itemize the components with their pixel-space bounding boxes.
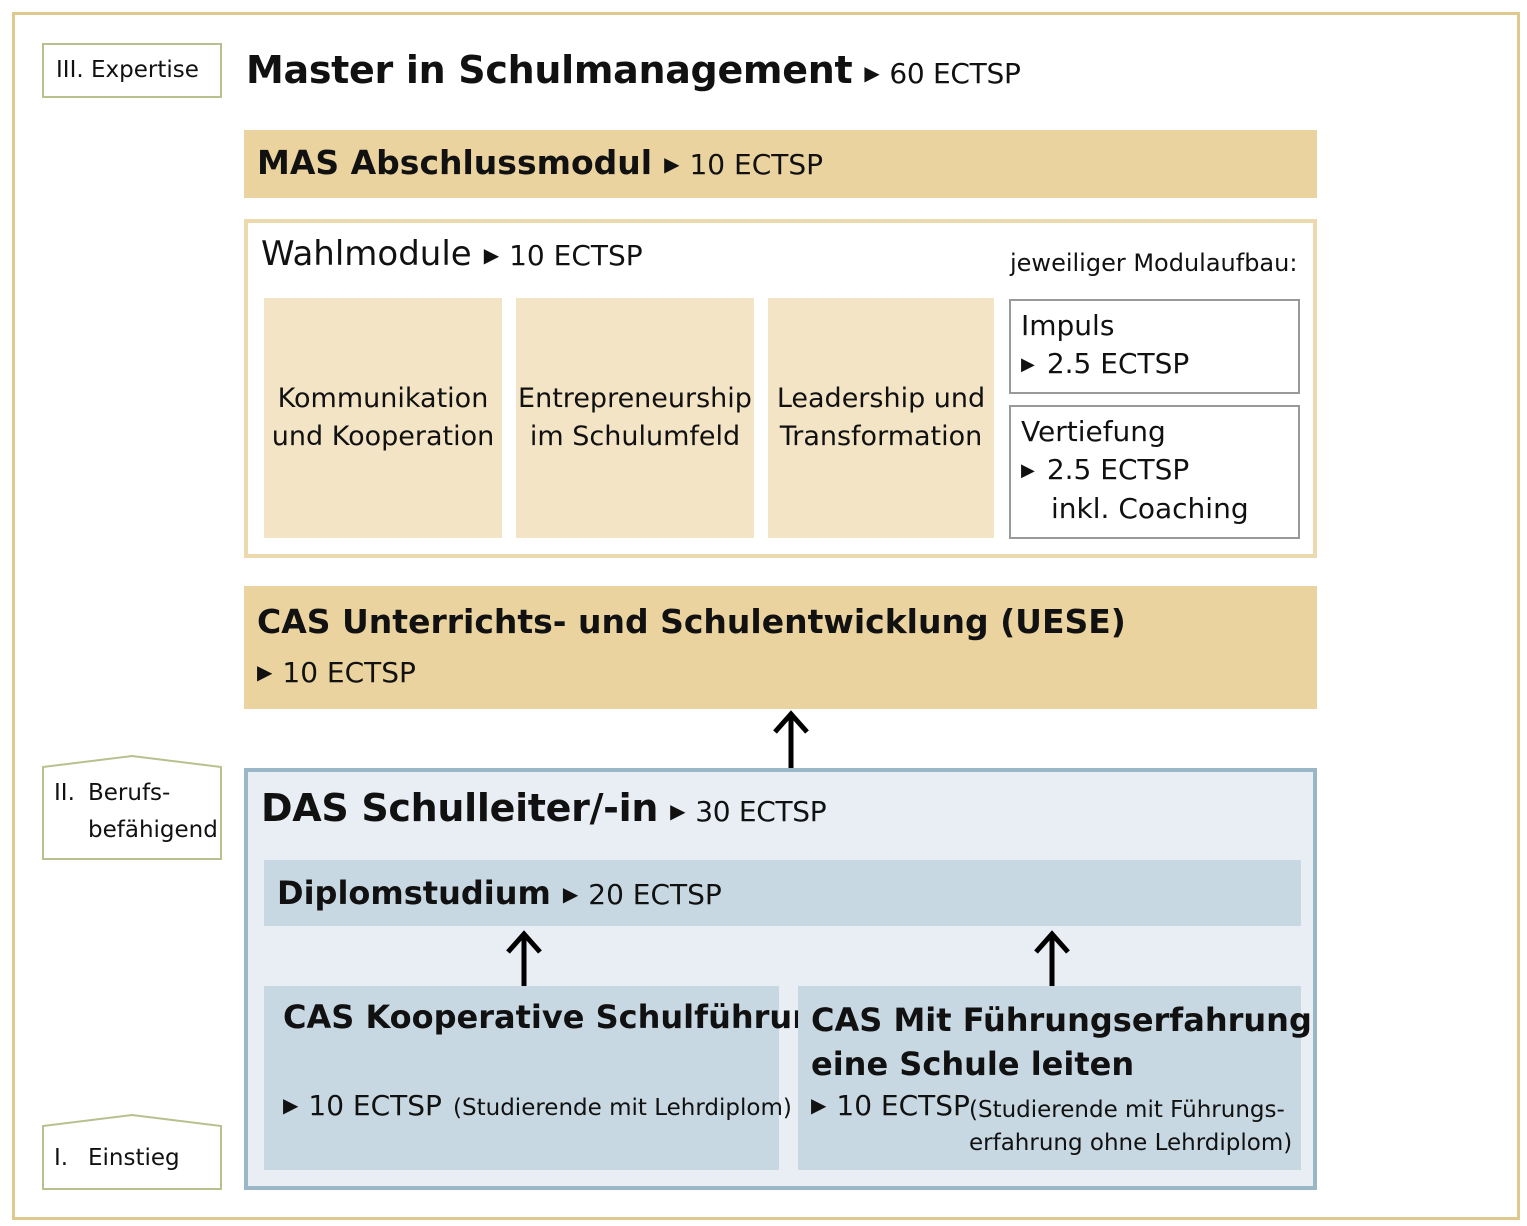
module-card-line1: Kommunikation <box>277 383 489 414</box>
diplom-title: Diplomstudium <box>277 874 551 912</box>
level-tag-expertise: III. Expertise <box>42 43 222 98</box>
cas-fuehr-note-line1: (Studierende mit Führungs- <box>969 1097 1285 1123</box>
triangle-icon: ▶ <box>664 152 680 176</box>
level-tag-house-shape <box>42 1114 222 1190</box>
das-ects: 30 ECTSP <box>695 795 827 828</box>
level-tag-einstieg: I. Einstieg <box>42 1114 222 1190</box>
module-card-line1: Entrepreneurship <box>518 383 752 414</box>
cas-koop-title: CAS Kooperative Schulführung <box>283 998 838 1036</box>
master-ects: 60 ECTSP <box>889 57 1021 90</box>
arrow-up-icon <box>771 708 811 770</box>
level-tag-expertise-label: III. Expertise <box>56 57 199 83</box>
vertiefung-extra: inkl. Coaching <box>1051 492 1249 525</box>
level-tag-einstieg-label: Einstieg <box>88 1145 180 1171</box>
module-card-kommunikation: Kommunikation und Kooperation <box>264 298 502 538</box>
wahlmodule-title: Wahlmodule <box>261 234 472 274</box>
diplomstudium-band: Diplomstudium ▶ 20 ECTSP <box>264 860 1301 926</box>
wahlmodule-box: Wahlmodule ▶ 10 ECTSP jeweiliger Modulaufb… <box>244 219 1317 558</box>
triangle-icon: ▶ <box>1021 354 1035 375</box>
triangle-icon: ▶ <box>257 660 273 684</box>
triangle-icon: ▶ <box>283 1093 299 1117</box>
level-tag-beruf-line2: befähigend <box>88 817 218 843</box>
cas-fuehr-ects: 10 ECTSP <box>836 1089 970 1122</box>
triangle-icon: ▶ <box>1021 460 1035 481</box>
level-tag-beruf-line1: Berufs- <box>88 780 171 806</box>
cas-uese-ects: 10 ECTSP <box>282 656 416 689</box>
cas-fuehr-title-line1: CAS Mit Führungserfahrung <box>811 1001 1312 1039</box>
module-card-line2: und Kooperation <box>271 421 495 452</box>
mas-title: MAS Abschlussmodul <box>257 143 653 182</box>
cas-koop-note: (Studierende mit Lehrdiplom) <box>453 1095 792 1121</box>
das-title: DAS Schulleiter/-in <box>261 786 659 830</box>
master-title: Master in Schulmanagement <box>246 48 853 92</box>
triangle-icon: ▶ <box>483 243 500 267</box>
cas-uese-box: CAS Unterrichts- und Schulentwicklung (U… <box>244 586 1317 709</box>
arrow-up-icon <box>504 926 544 990</box>
module-card-entrepreneurship: Entrepreneurship im Schulumfeld <box>516 298 754 538</box>
vertiefung-title: Vertiefung <box>1021 415 1166 448</box>
cas-uese-title: CAS Unterrichts- und Schulentwicklung (U… <box>257 602 1126 641</box>
triangle-icon: ▶ <box>670 799 686 823</box>
impuls-title: Impuls <box>1021 309 1115 342</box>
triangle-icon: ▶ <box>864 61 880 85</box>
impuls-ects: 2.5 ECTSP <box>1046 347 1190 380</box>
module-card-line1: Leadership und <box>776 383 986 414</box>
level-tag-berufsbefaehigend: II. Berufs- befähigend <box>42 755 222 860</box>
cas-koop-ects: 10 ECTSP <box>308 1089 442 1122</box>
cas-kooperative-box: CAS Kooperative Schulführung ▶ 10 ECTSP (… <box>264 986 838 1170</box>
cas-fuehr-title-line2: eine Schule leiten <box>811 1045 1135 1083</box>
module-card-line2: im Schulumfeld <box>529 421 741 452</box>
diplom-ects: 20 ECTSP <box>588 878 722 911</box>
cas-fuehrungserfahrung-box: CAS Mit Führungserfahrung eine Schule le… <box>798 986 1312 1170</box>
triangle-icon: ▶ <box>562 882 579 906</box>
modulaufbau-label: jeweiliger Modulaufbau: <box>1010 249 1298 277</box>
level-tag-house-shape <box>42 755 222 860</box>
vertiefung-box: Vertiefung ▶ 2.5 ECTSP inkl. Coaching <box>1009 405 1300 539</box>
vertiefung-ects: 2.5 ECTSP <box>1046 453 1190 486</box>
mas-ects: 10 ECTSP <box>689 148 824 181</box>
master-heading: Master in Schulmanagement ▶ 60 ECTSP <box>246 48 1021 92</box>
mas-abschlussmodul-box: MAS Abschlussmodul ▶ 10 ECTSP <box>244 130 1317 198</box>
level-tag-einstieg-number: I. <box>54 1145 69 1171</box>
module-card-line2: Transformation <box>779 421 983 452</box>
das-schulleiter-box: DAS Schulleiter/-in ▶ 30 ECTSP Diplomstudi… <box>244 768 1317 1190</box>
diagram-frame <box>12 12 1520 1220</box>
triangle-icon: ▶ <box>811 1093 827 1117</box>
cas-fuehr-note-line2: erfahrung ohne Lehrdiplom) <box>969 1130 1293 1156</box>
wahlmodule-ects: 10 ECTSP <box>509 239 643 272</box>
level-tag-beruf-number: II. <box>54 780 75 806</box>
impuls-box: Impuls ▶ 2.5 ECTSP <box>1009 299 1300 394</box>
arrow-up-icon <box>1032 926 1072 990</box>
